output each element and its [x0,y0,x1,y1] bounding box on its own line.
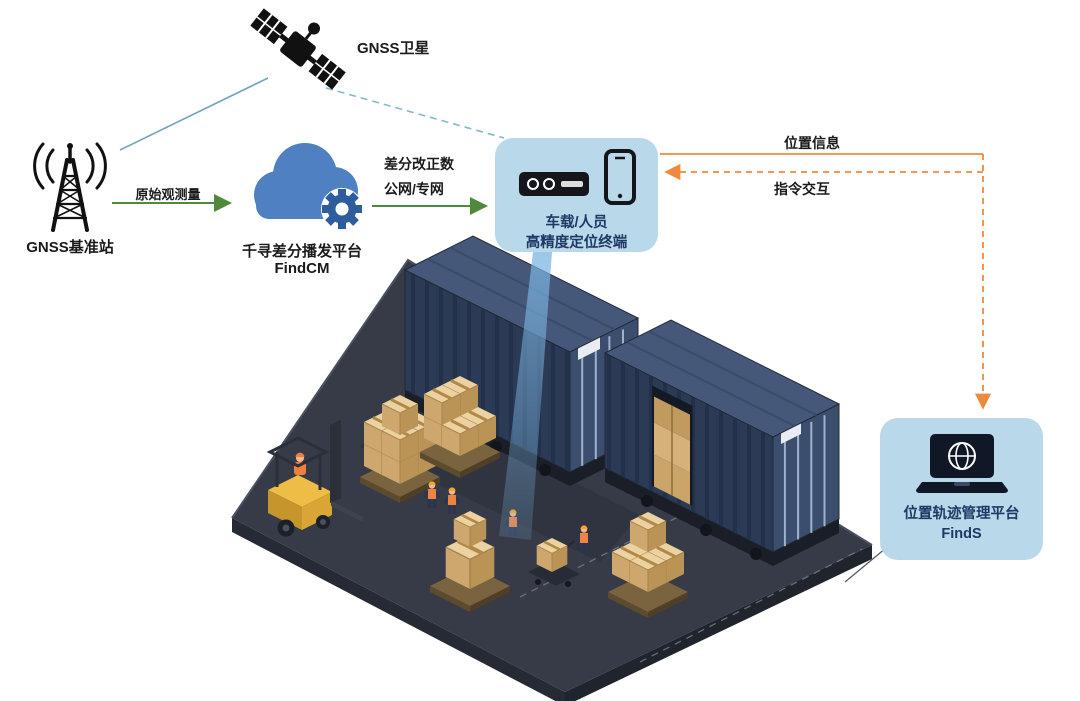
smartphone-icon [603,149,636,205]
cloud-gear-icon [230,125,380,245]
shipping-container-2 [603,319,841,566]
gear-icon [322,189,362,229]
terminal-label-line2: 高精度定位终端 [525,235,628,251]
positioning-beam [499,252,552,540]
satellite-label: GNSS卫星 [357,40,430,57]
management-platform-callout: 位置轨迹管理平台 FindS [880,418,1043,560]
open-door-with-cargo [652,385,693,506]
yard-lane-markings [519,482,863,663]
terminal-callout: 车载/人员 高精度定位终端 [495,138,658,252]
management-platform-label-line1: 位置轨迹管理平台 [903,506,1020,522]
satellite-icon [248,2,348,92]
cloud-platform-label-line1: 千寻差分播发平台 [241,243,363,260]
pallet-stack-right [608,510,688,618]
center-pallet-crates [430,509,510,612]
pallet-jack [528,536,580,587]
pallet-stack-a [360,393,440,503]
pallet-stack-b [420,374,500,478]
command-interaction-label: 指令交互 [774,181,830,197]
laptop-globe-icon [915,434,1008,493]
worker-4 [575,523,593,554]
forklift [266,419,363,537]
corrections-label-line2: 公网/专网 [384,181,444,197]
base-station-label: GNSS基准站 [26,239,114,256]
radio-tower-icon [15,140,125,235]
position-info-label: 位置信息 [784,135,840,151]
management-platform-label-line2: FindS [941,526,982,542]
raw-observation-label: 原始观测量 [135,187,201,202]
finds-callout-pointer [844,547,887,583]
worker-2 [443,485,461,516]
yard-platform [231,258,873,701]
vehicle-terminal-icon [518,172,589,196]
terminal-label-line1: 车载/人员 [545,215,608,231]
worker-1 [423,479,441,510]
corrections-label-line1: 差分改正数 [384,156,454,172]
worker-3 [504,507,522,538]
shipping-container-1 [403,235,640,486]
cloud-platform-label-line2: FindCM [274,260,330,277]
